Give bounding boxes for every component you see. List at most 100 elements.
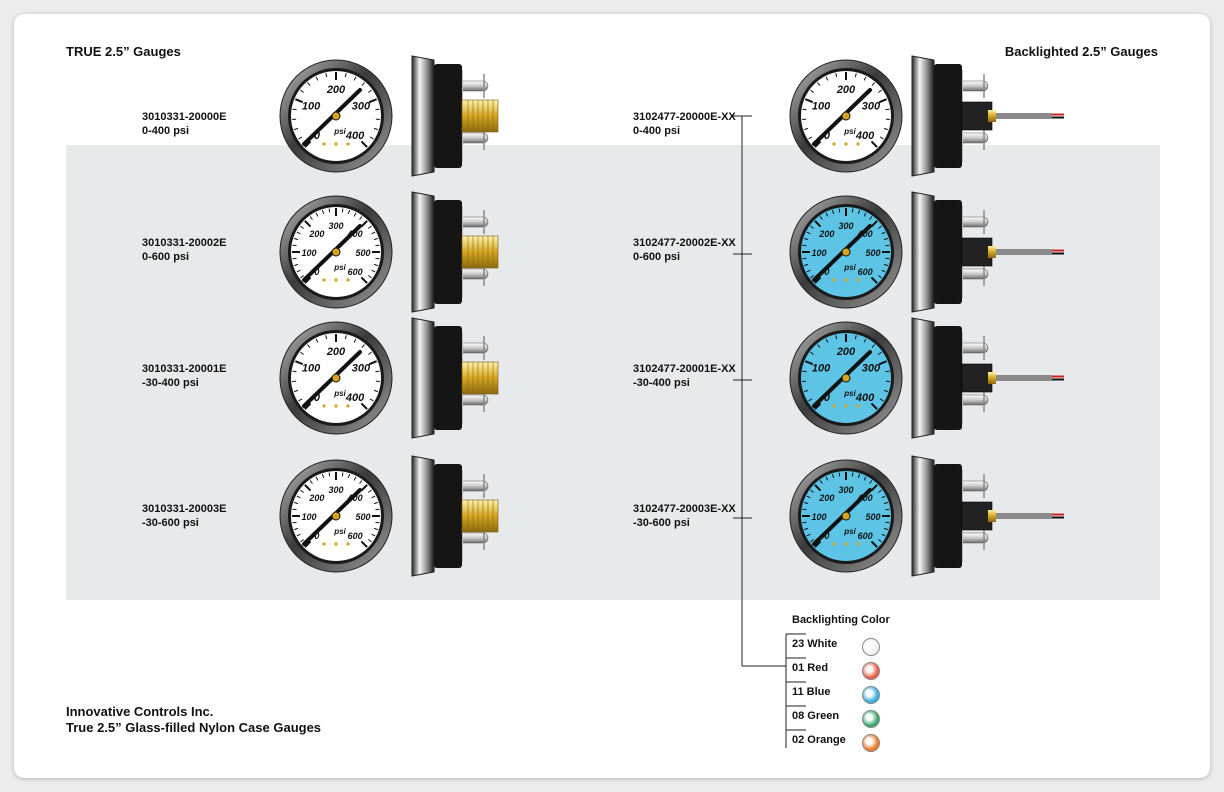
gauge-tick <box>315 476 319 481</box>
gauge-tick-label: 0 <box>824 130 831 142</box>
side-bezel <box>911 55 935 177</box>
gauge-tick-label: 400 <box>345 130 365 142</box>
gauge-tick <box>360 220 368 228</box>
gauge-tick <box>819 216 823 220</box>
gauge-tick <box>838 208 841 213</box>
gauge-tick <box>863 76 867 81</box>
gauge-tick-label: 200 <box>326 346 346 358</box>
side-bezel <box>411 191 435 313</box>
gauge-hub <box>841 111 851 121</box>
product-line: True 2.5” Glass-filled Nylon Case Gauges <box>66 720 322 735</box>
gauge-tick-label: 400 <box>855 130 875 142</box>
gauge-tick <box>810 489 814 493</box>
brass-fitting <box>461 99 499 133</box>
gauge-tick <box>347 473 351 479</box>
gauge-tick <box>802 508 807 511</box>
gauge-tick <box>803 237 809 241</box>
gauge-tick <box>810 351 814 355</box>
gauge-hub <box>841 247 851 257</box>
brass-fitting <box>461 361 499 395</box>
gauge-tick <box>373 389 379 393</box>
part-number: 3102477-20002E-XX <box>633 237 736 249</box>
gauge-tick <box>831 473 835 479</box>
gauge-tick-label: 0 <box>314 130 321 142</box>
gauge-hub <box>331 511 341 521</box>
gauge-screw <box>844 278 848 282</box>
gauge-tick-label: 100 <box>302 101 321 113</box>
true-gauge-side-3 <box>411 317 499 439</box>
gauge-tick <box>353 338 357 343</box>
gauge-tick <box>325 73 328 78</box>
gauge-tick-label: 300 <box>352 363 371 375</box>
true-gauge-side-1 <box>411 55 499 177</box>
gauge-tick <box>304 140 312 148</box>
gauge-tick-label: 100 <box>811 248 826 258</box>
backlit-gauge-side-3 <box>911 317 1064 439</box>
left-gauge-label-4: 3010331-20003E-30-600 psi <box>142 502 226 530</box>
pressure-range: -30-600 psi <box>633 517 690 529</box>
side-case <box>434 200 462 304</box>
gauge-screw <box>844 542 848 546</box>
gauge-tick <box>373 527 379 531</box>
gauge-tick-label: 300 <box>862 101 881 113</box>
gauge-tick <box>814 276 822 284</box>
gauge-tick <box>359 216 363 220</box>
gauge-tick <box>851 472 854 477</box>
gauge-tick <box>361 82 365 86</box>
backlit-gauge-side-4 <box>911 455 1064 577</box>
gauge-tick <box>863 212 867 217</box>
gauge-tick <box>368 98 378 104</box>
gauge-tick <box>810 225 814 229</box>
gauge-unit: psi <box>333 527 346 536</box>
gauge-tick <box>368 360 378 366</box>
gauge-tick <box>328 472 331 477</box>
gauge-tick-label: 600 <box>858 267 873 277</box>
brass-fitting <box>988 110 996 122</box>
true-gauge-side-4 <box>411 455 499 577</box>
right-gauge-label-3: 3102477-20001E-XX-30-400 psi <box>633 362 736 390</box>
gauge-tick-label: 100 <box>812 101 831 113</box>
gauge-screw <box>334 278 338 282</box>
gauge-tick <box>293 263 299 267</box>
part-number: 3102477-20003E-XX <box>633 503 736 515</box>
gauge-tick-label: 300 <box>328 485 343 495</box>
gauge-tick <box>803 527 809 531</box>
gauge-tick <box>825 212 829 217</box>
gauge-tick <box>315 338 319 343</box>
side-bezel <box>411 455 435 577</box>
side-case <box>434 464 462 568</box>
gauge-tick <box>353 76 357 81</box>
gauge-tick <box>802 521 807 524</box>
gauge-tick-label: 0 <box>314 531 319 541</box>
color-option-white: 23 White <box>792 638 838 650</box>
gauge-tick <box>373 237 379 241</box>
gauge-tick <box>835 73 838 78</box>
footer: Innovative Controls Inc. True 2.5” Glass… <box>66 704 321 736</box>
gauge-tick-label: 0 <box>824 267 829 277</box>
gauge-tick <box>293 237 299 241</box>
part-number: 3010331-20000E <box>142 111 227 123</box>
gauge-tick <box>296 495 301 499</box>
gauge-tick-label: 600 <box>858 531 873 541</box>
gauge-tick <box>869 216 873 220</box>
gauge-tick <box>802 370 807 373</box>
gauge-tick <box>883 263 889 267</box>
gauge-tick <box>344 73 347 78</box>
gauge-tick <box>857 473 861 479</box>
backlighting-title: Backlighting Color <box>792 614 890 626</box>
brass-fitting <box>461 235 499 269</box>
gauge-tick <box>375 108 380 111</box>
gauge-tick <box>871 82 875 86</box>
side-bezel <box>911 317 935 439</box>
side-bezel <box>911 455 935 577</box>
gauge-tick <box>369 136 374 140</box>
left-section-header: TRUE 2.5” Gauges <box>66 44 181 59</box>
part-number: 3102477-20001E-XX <box>633 363 736 375</box>
gauge-tick <box>885 370 890 373</box>
color-bracket-line <box>733 115 806 748</box>
gauge-tick <box>870 220 878 228</box>
gauge-tick <box>854 73 857 78</box>
gauge-tick-label: 200 <box>308 229 324 239</box>
